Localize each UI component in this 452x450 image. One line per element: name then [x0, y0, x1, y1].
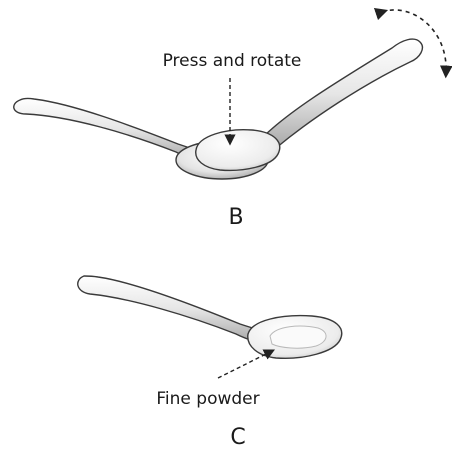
panel-b: Press and rotate B — [14, 10, 446, 230]
fine-powder-label: Fine powder — [156, 389, 259, 409]
panel-b-letter: B — [228, 205, 243, 230]
panel-c-letter: C — [230, 425, 245, 450]
press-and-rotate-label: Press and rotate — [163, 51, 302, 71]
panel-c: Fine powder C — [78, 276, 342, 450]
single-spoon-handle — [78, 276, 260, 342]
bottom-spoon-handle — [14, 98, 196, 160]
fine-powder-pile — [270, 326, 326, 348]
powder-pointer-icon — [218, 352, 270, 378]
